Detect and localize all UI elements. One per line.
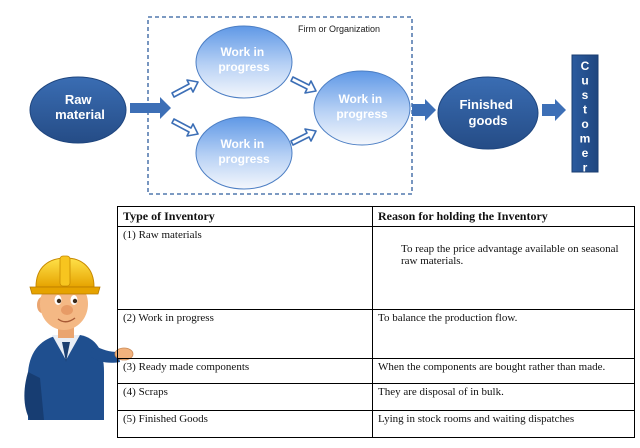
wip-top-node <box>195 25 293 99</box>
wip-bottom-node <box>195 116 293 190</box>
arrow-raw-to-org <box>130 97 171 119</box>
wip-top-label: Work in progress <box>218 45 270 74</box>
finished-goods-node <box>437 76 539 150</box>
table-row: (5) Finished Goods Lying in stock rooms … <box>117 410 635 438</box>
arrow-to-wip-bottom <box>171 118 199 137</box>
customer-letter: o <box>581 117 588 131</box>
inventory-reason: To reap the price advantage available on… <box>372 226 635 310</box>
inventory-reason: When the components are bought rather th… <box>372 358 635 384</box>
inventory-type: (1) Raw materials <box>117 226 373 310</box>
wip-merge-node <box>313 70 411 146</box>
customer-letter: e <box>582 146 589 160</box>
arrow-to-finished <box>412 99 436 121</box>
customer-letter: u <box>581 74 588 88</box>
raw-material-label: Raw material <box>55 92 105 122</box>
raw-material-node <box>29 76 127 144</box>
inventory-type: (3) Ready made components <box>117 358 373 384</box>
inventory-reason: They are disposal of in bulk. <box>372 383 635 411</box>
table-header-row: Type of Inventory Reason for holding the… <box>117 206 635 227</box>
table-row: (1) Raw materials To reap the price adva… <box>117 226 635 310</box>
arrow-to-customer <box>542 99 566 121</box>
inventory-reason: Lying in stock rooms and waiting dispatc… <box>372 410 635 438</box>
wip-bottom-label: Work in progress <box>218 137 270 166</box>
customer-letter: C <box>581 59 590 73</box>
organization-label: Firm or Organization <box>298 24 380 34</box>
finished-goods-label: Finished goods <box>459 97 516 128</box>
customer-letter: r <box>583 161 588 175</box>
customer-box <box>571 54 599 173</box>
arrow-wip-bottom-to-merge <box>290 128 317 146</box>
customer-letter: s <box>582 88 589 102</box>
customer-letter: m <box>580 132 591 146</box>
inventory-type: (2) Work in progress <box>117 309 373 359</box>
inventory-reason: To balance the production flow. <box>372 309 635 359</box>
customer-letter: t <box>583 103 587 117</box>
table-row: (2) Work in progress To balance the prod… <box>117 309 635 359</box>
inventory-type: (5) Finished Goods <box>117 410 373 438</box>
arrow-wip-top-to-merge <box>290 76 317 94</box>
table-row: (4) Scraps They are disposal of in bulk. <box>117 383 635 411</box>
inventory-table: Type of Inventory Reason for holding the… <box>117 206 635 438</box>
header-type: Type of Inventory <box>117 206 373 227</box>
inventory-type: (4) Scraps <box>117 383 373 411</box>
header-reason: Reason for holding the Inventory <box>372 206 635 227</box>
arrow-to-wip-top <box>171 79 199 98</box>
table-row: (3) Ready made components When the compo… <box>117 358 635 384</box>
wip-merge-label: Work in progress <box>336 92 388 121</box>
